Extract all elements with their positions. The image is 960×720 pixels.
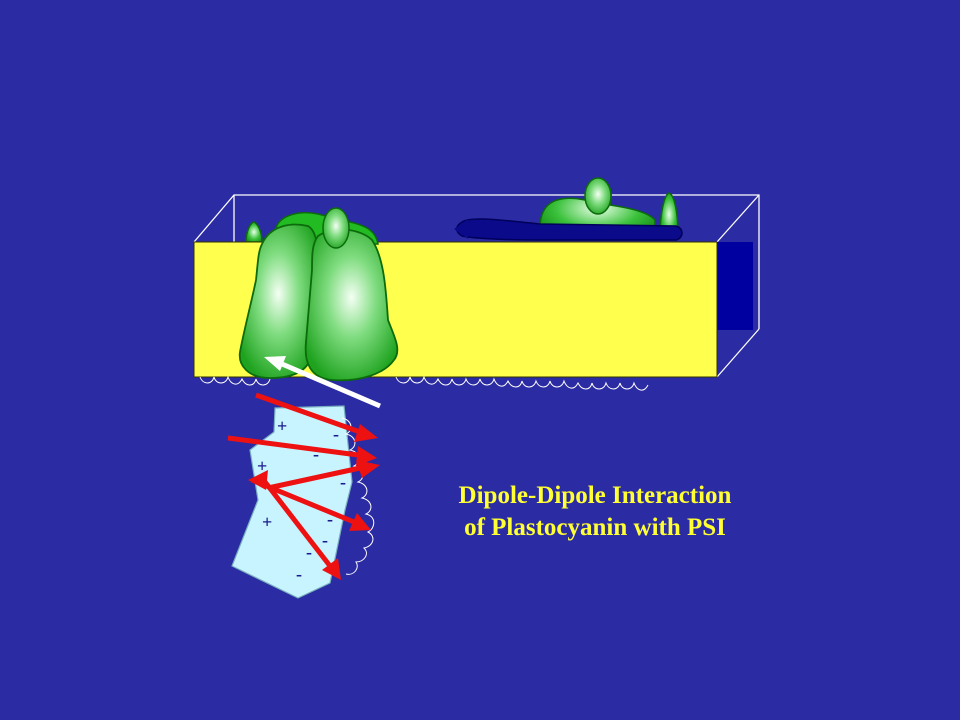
- minus-sign: -: [340, 472, 346, 492]
- plus-sign: +: [277, 416, 287, 436]
- lumen-surface-loops: [199, 375, 649, 391]
- membrane-side-face: [717, 242, 753, 330]
- psi-dipole-arrow: [264, 356, 381, 409]
- minus-sign: -: [333, 424, 339, 444]
- minus-sign: -: [306, 542, 312, 562]
- small-back-protein: [245, 221, 263, 243]
- cytochrome-rod: [456, 218, 683, 241]
- dipole-arrow: [255, 392, 378, 442]
- plastocyanin-dipole-arrows: [227, 392, 380, 580]
- dipole-arrow: [260, 476, 341, 580]
- dipole-arrow: [227, 435, 377, 466]
- minus-sign: -: [322, 530, 328, 550]
- minus-sign: -: [313, 444, 319, 464]
- membrane-box-outline: [193, 194, 760, 378]
- minus-sign: -: [296, 564, 302, 584]
- plus-sign: +: [262, 512, 272, 532]
- dipole-arrow: [267, 460, 380, 491]
- figure-caption: Dipole-Dipole Interaction of Plastocyani…: [395, 480, 795, 544]
- dipole-arrow-tail-head: [248, 470, 268, 490]
- caption-line-2: of Plastocyanin with PSI: [464, 514, 726, 541]
- caption-line-1: Dipole-Dipole Interaction: [458, 482, 732, 509]
- cytochrome-arrow-tip: [454, 219, 468, 239]
- minus-sign: -: [327, 509, 333, 529]
- psi-protein-complex: [238, 207, 399, 382]
- plus-sign: +: [257, 456, 267, 476]
